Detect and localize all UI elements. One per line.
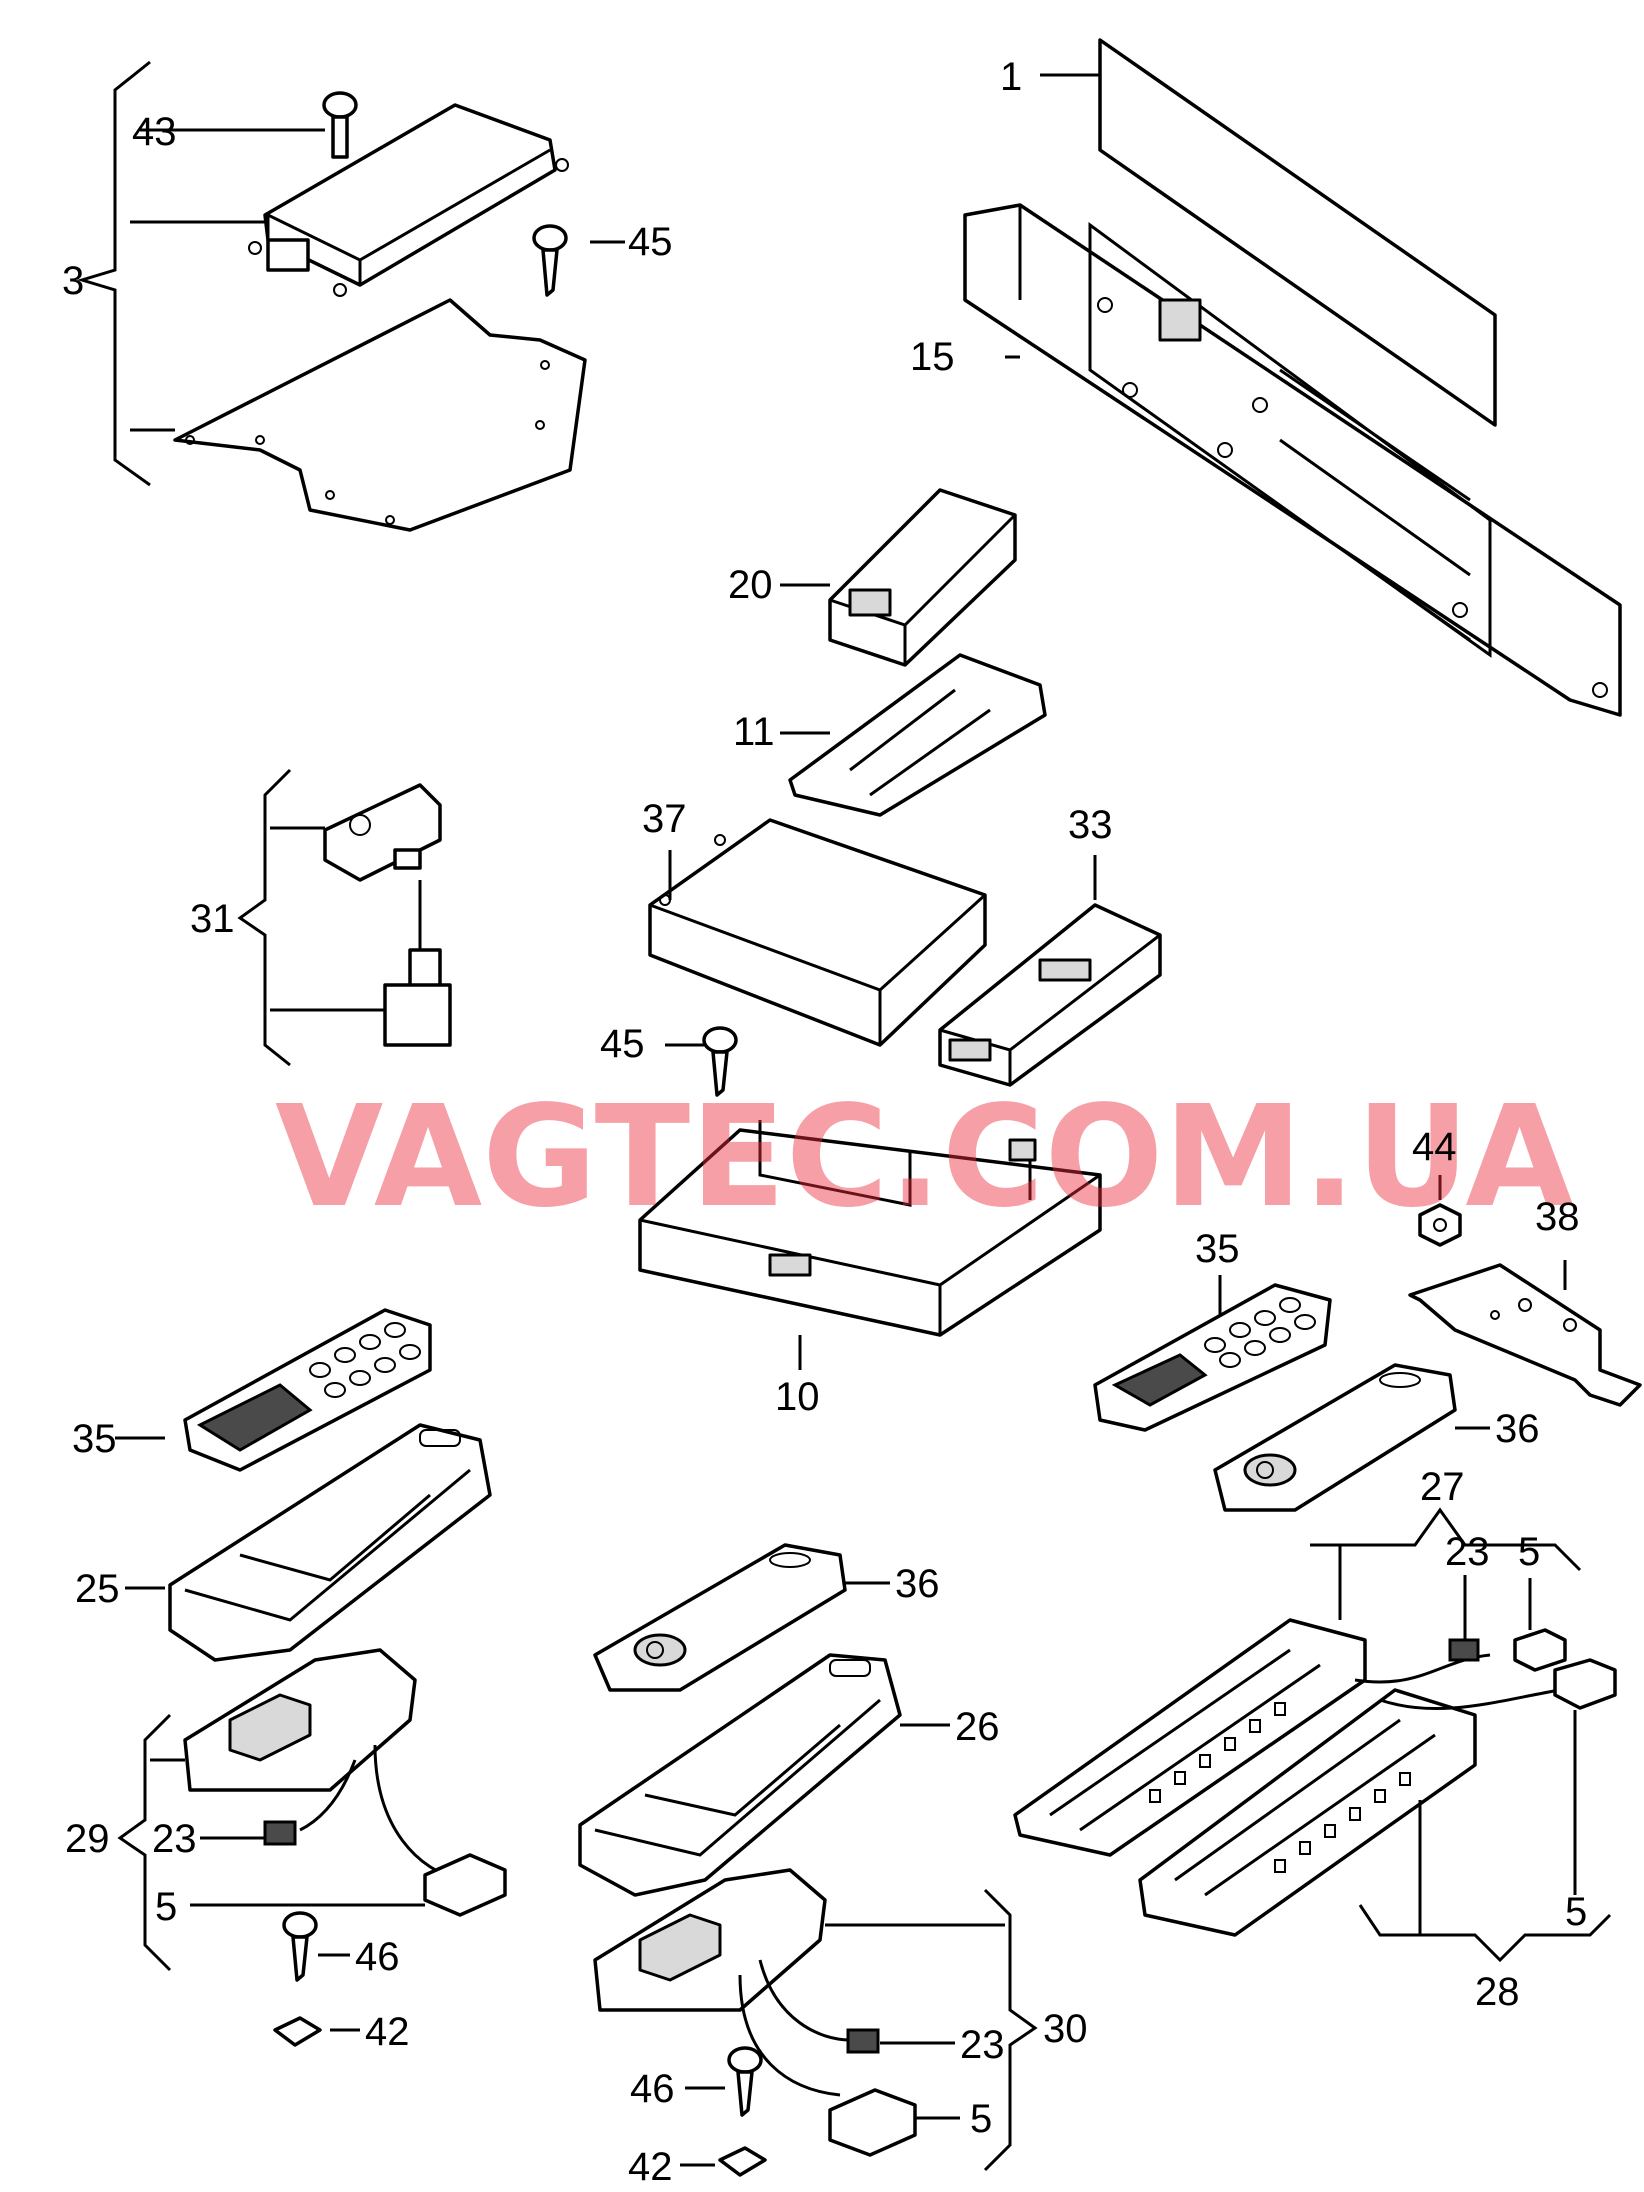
part-45-screw-mid [702, 1026, 738, 1097]
part-43-screw [322, 91, 358, 159]
bracket-3 [76, 60, 151, 487]
leader-lines-31 [270, 826, 385, 1012]
leader-lines-44-38 [1438, 1175, 1567, 1290]
label-30: 30 [1043, 2007, 1088, 2051]
callout-labels: 1 3 43 45 15 20 11 31 37 33 45 44 38 10 … [62, 55, 1587, 2189]
part-42-clip-left [273, 2016, 322, 2047]
part-28-console-tray [1138, 1688, 1477, 1937]
label-42: 42 [628, 2145, 673, 2189]
label-28: 28 [1475, 1970, 1520, 2014]
part-31-sensor [323, 783, 452, 1047]
part-35-handset-right [1093, 1283, 1332, 1432]
part-3-control-unit [248, 103, 569, 297]
part-25-cradle-left [168, 1423, 492, 1662]
label-38: 38 [1535, 1195, 1580, 1239]
label-20: 20 [728, 563, 773, 607]
part-44-nut [1418, 1203, 1462, 1247]
leader-lines-37-33-45 [665, 850, 1097, 1047]
part-3-gasket [173, 298, 587, 532]
label-23: 23 [960, 2023, 1005, 2067]
part-10-tray [638, 1120, 1102, 1337]
label-31: 31 [190, 897, 235, 941]
leader-lines-20-11 [780, 583, 830, 735]
part-15-panel [963, 203, 1622, 717]
leader-lines-27-28 [1338, 1545, 1577, 1935]
part-1-label-sheet [1098, 38, 1497, 427]
label-23: 23 [1445, 1530, 1490, 1574]
label-23: 23 [152, 1817, 197, 1861]
label-5: 5 [1518, 1530, 1540, 1574]
part-29-holder-left [183, 1648, 507, 1917]
label-43: 43 [132, 110, 177, 154]
leader-lines-3 [130, 128, 625, 432]
label-1: 1 [1000, 55, 1022, 99]
bracket-27 [1310, 1507, 1582, 1572]
label-46: 46 [355, 1935, 400, 1979]
bracket-28 [1358, 1904, 1612, 1963]
leader-lines-46-42-middle [680, 2086, 725, 2167]
bracket-29 [117, 1713, 172, 1972]
label-45: 45 [600, 1022, 645, 1066]
part-20-module [828, 488, 1017, 667]
part-36-cover-right [1213, 1363, 1457, 1512]
part-36-cover-middle [593, 1543, 847, 1692]
leader-lines-29 [150, 1758, 425, 1907]
part-46-screw-middle [727, 2046, 763, 2117]
part-42-clip-middle [718, 2146, 767, 2177]
label-25: 25 [75, 1567, 120, 1611]
part-37-control-unit [648, 818, 987, 1047]
label-10: 10 [775, 1375, 820, 1419]
part-30-holder-middle [593, 1868, 917, 2157]
label-37: 37 [642, 797, 687, 841]
bracket-30 [983, 1888, 1038, 2172]
label-36: 36 [895, 1562, 940, 1606]
label-5: 5 [970, 2097, 992, 2141]
leader-lines-35-25-left [115, 1436, 165, 1590]
leader-lines-1-15 [1005, 73, 1100, 359]
label-45: 45 [628, 220, 673, 264]
part-26-cradle-middle [578, 1653, 902, 1897]
watermark: VAGTEC.COM.UA [275, 1076, 1574, 1239]
leader-lines-35-36-right [1218, 1275, 1490, 1430]
label-27: 27 [1420, 1465, 1465, 1509]
part-45-screw-top [532, 224, 568, 297]
label-42: 42 [365, 2010, 410, 2054]
label-46: 46 [630, 2067, 675, 2111]
label-5: 5 [1565, 1890, 1587, 1934]
part-46-screw-left [282, 1911, 318, 1982]
part-35-handset-left [183, 1308, 432, 1472]
part-33-module [938, 903, 1162, 1087]
label-5: 5 [155, 1885, 177, 1929]
label-35: 35 [1195, 1227, 1240, 1271]
part-38-bracket [1408, 1263, 1642, 1407]
label-33: 33 [1068, 803, 1113, 847]
label-11: 11 [733, 710, 775, 754]
leader-lines-30 [825, 1923, 1005, 2120]
label-36: 36 [1495, 1407, 1540, 1451]
leader-lines-36-26-middle [845, 1581, 950, 1727]
leader-lines-46-42-left [318, 1953, 360, 2032]
label-3: 3 [62, 259, 84, 303]
part-11-holder [788, 653, 1047, 817]
label-15: 15 [910, 335, 955, 379]
label-35: 35 [72, 1417, 117, 1461]
label-44: 44 [1412, 1125, 1457, 1169]
label-26: 26 [955, 1705, 1000, 1749]
bracket-31 [237, 768, 292, 1067]
label-29: 29 [65, 1817, 110, 1861]
